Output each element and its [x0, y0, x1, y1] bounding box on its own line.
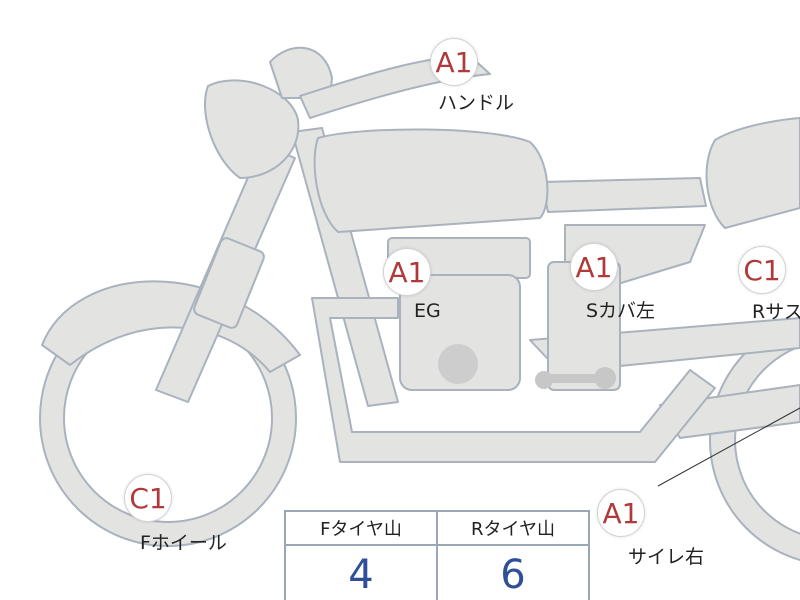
muffler-grade-badge: A1 [597, 489, 645, 537]
front-wheel-grade-badge: C1 [124, 474, 172, 522]
rear-tire-value: 6 [436, 544, 590, 600]
engine-grade-badge: A1 [383, 248, 431, 296]
fuel-tank [313, 128, 549, 233]
muffler-grade: A1 [602, 496, 640, 530]
engine-cover [438, 344, 478, 384]
side-cover-label: Sカバ左 [586, 300, 656, 322]
engine-grade: A1 [388, 255, 426, 289]
leader-line [657, 407, 800, 487]
engine-block [399, 274, 521, 391]
front-tire-header: Fタイヤ山 [284, 510, 438, 546]
front-tire-value: 4 [284, 544, 438, 600]
engine-label: EG [414, 300, 441, 322]
fork-boot [193, 237, 265, 329]
handle-label: ハンドル [438, 92, 515, 114]
side-cover-grade-badge: A1 [570, 243, 618, 291]
seat [541, 177, 707, 213]
front-wheel-label: Fホイール [140, 532, 227, 554]
rear-susp-label: Rサス [752, 301, 800, 323]
footpeg-right [594, 367, 616, 389]
rear-tire-header: Rタイヤ山 [436, 510, 590, 546]
meter [269, 46, 333, 99]
front-wheel-grade: C1 [129, 481, 167, 515]
table-value-row: 4 6 [284, 544, 590, 600]
exhaust-pipe [311, 297, 716, 463]
headlight [204, 79, 300, 179]
handle-grade: A1 [435, 45, 473, 79]
handle-grade-badge: A1 [430, 38, 478, 86]
table-header-row: Fタイヤ山 Rタイヤ山 [284, 510, 590, 546]
rear-susp-grade: C1 [743, 253, 781, 287]
tire-tread-table: Fタイヤ山 Rタイヤ山 4 6 [284, 510, 590, 600]
side-cover-grade: A1 [575, 250, 613, 284]
muffler-label: サイレ右 [628, 546, 705, 568]
footpeg-bar [546, 374, 604, 383]
rear-cowl [705, 117, 800, 229]
rear-susp-grade-badge: C1 [738, 246, 786, 294]
